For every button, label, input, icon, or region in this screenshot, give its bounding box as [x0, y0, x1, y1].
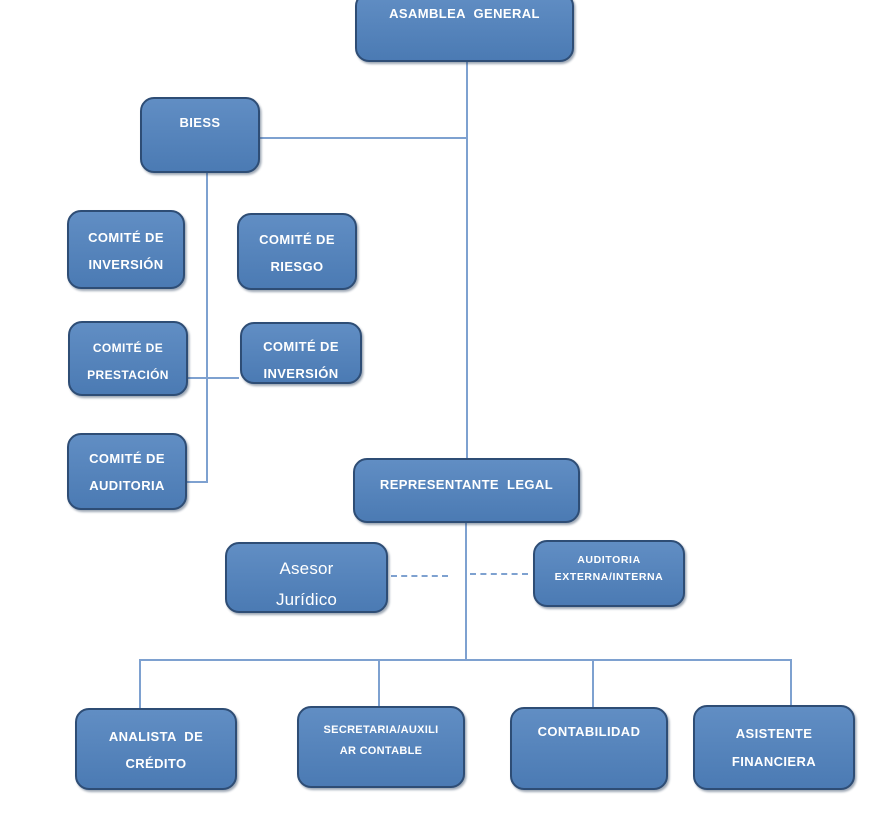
node-representante-legal: REPRESENTANTE LEGAL [353, 458, 580, 523]
node-label: COMITÉ DE [89, 451, 165, 466]
connector-prestacion-to-inversion [187, 377, 239, 379]
connector-dashed-auditoria-externa [470, 573, 528, 575]
node-label: AUDITORIA [89, 478, 165, 493]
node-comite-riesgo: COMITÉ DE RIESGO [237, 213, 357, 290]
node-label: COMITÉ DE [259, 232, 335, 247]
node-label: COMITÉ DE [92, 341, 164, 355]
connector-dashed-asesor [391, 575, 448, 577]
connector-biess-down [206, 173, 208, 483]
node-label: Jurídico [275, 590, 338, 609]
node-auditoria-externa-interna: AUDITORIA EXTERNA/INTERNA [533, 540, 685, 607]
connector-drop-analista [139, 659, 141, 708]
node-label: ANALISTA DE [108, 729, 204, 744]
connector-bottom-rake [139, 659, 790, 661]
node-label: COMITÉ DE [263, 339, 339, 354]
node-label: AR CONTABLE [339, 745, 423, 757]
node-comite-inversion-2: COMITÉ DE INVERSIÓN [240, 322, 362, 384]
connector-representante-down [465, 523, 467, 660]
node-label: Asesor [279, 559, 334, 578]
node-label: CONTABILIDAD [537, 724, 641, 739]
node-label: REPRESENTANTE LEGAL [379, 477, 554, 492]
node-label: ASISTENTE [735, 726, 813, 741]
node-secretaria-auxiliar-contable: SECRETARIA/AUXILI AR CONTABLE [297, 706, 465, 788]
node-label: SECRETARIA/AUXILI [323, 724, 439, 736]
node-biess: BIESS [140, 97, 260, 173]
node-label: COMITÉ DE [88, 230, 164, 245]
node-contabilidad: CONTABILIDAD [510, 707, 668, 790]
node-analista-credito: ANALISTA DE CRÉDITO [75, 708, 237, 790]
node-asesor-juridico: Asesor Jurídico [225, 542, 388, 613]
node-label: FINANCIERA [731, 754, 817, 769]
connector-drop-secretaria [378, 659, 380, 706]
node-asamblea-general: ASAMBLEA GENERAL [355, 0, 574, 62]
node-label: INVERSIÓN [88, 257, 164, 272]
connector-asamblea-to-representante [466, 62, 468, 458]
node-label: ASAMBLEA GENERAL [389, 6, 540, 21]
node-asistente-financiera: ASISTENTE FINANCIERA [693, 705, 855, 790]
connector-biess-to-center [259, 137, 467, 139]
node-label: PRESTACIÓN [87, 368, 169, 382]
connector-drop-contabilidad [592, 659, 594, 707]
node-comite-auditoria: COMITÉ DE AUDITORIA [67, 433, 187, 510]
connector-auditoria-elbow [186, 481, 207, 483]
node-label: AUDITORIA [577, 554, 641, 566]
node-label: INVERSIÓN [263, 366, 339, 381]
connector-drop-asistente [790, 659, 792, 705]
node-label: RIESGO [270, 259, 324, 274]
node-comite-prestacion: COMITÉ DE PRESTACIÓN [68, 321, 188, 396]
node-comite-inversion-1: COMITÉ DE INVERSIÓN [67, 210, 185, 289]
node-label: CRÉDITO [125, 756, 187, 771]
node-label: BIESS [179, 115, 221, 130]
node-label: EXTERNA/INTERNA [554, 571, 664, 583]
